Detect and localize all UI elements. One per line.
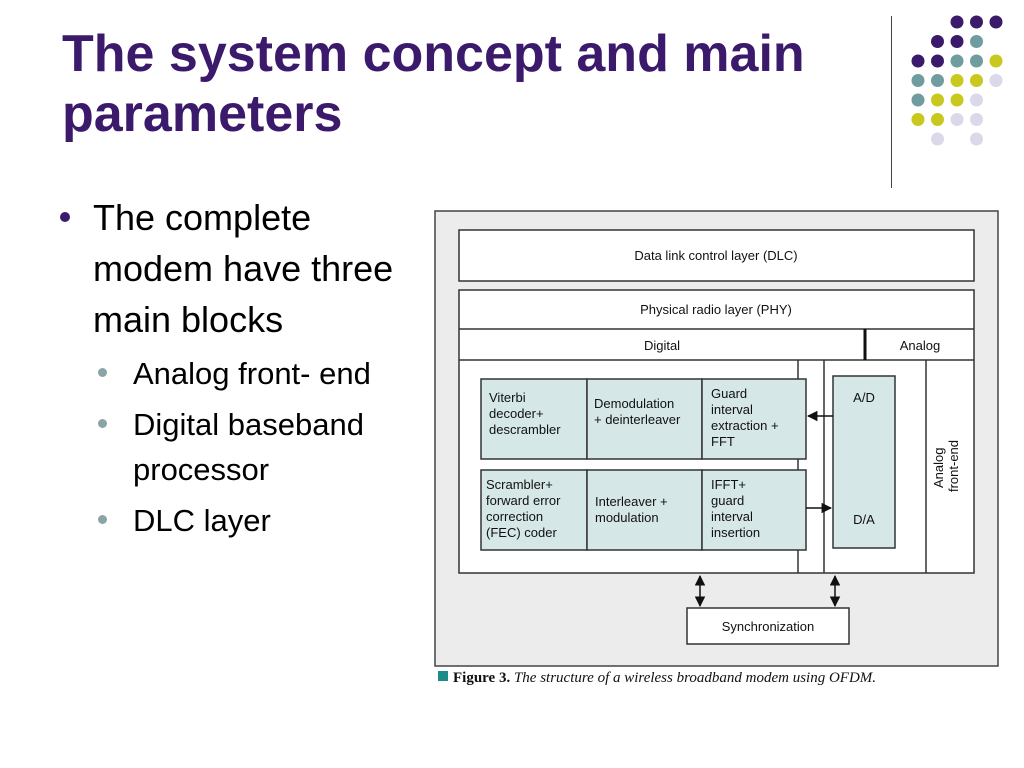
- rx-block-viterbi-label: Viterbi decoder+ descrambler: [489, 390, 561, 437]
- decorative-dot: [931, 35, 944, 48]
- modem-structure-diagram: Data link control layer (DLC) Physical r…: [434, 210, 999, 667]
- decorative-dot: [931, 93, 944, 107]
- decorative-dot: [931, 74, 944, 87]
- decorative-dot: [989, 54, 1003, 68]
- synchronization-label: Synchronization: [722, 619, 815, 634]
- figure-caption: Figure 3. The structure of a wireless br…: [438, 670, 998, 687]
- tx-block-interleaver-label: Interleaver + modulation: [595, 494, 671, 525]
- rx-block-guard-fft: [701, 378, 807, 460]
- da-label: D/A: [853, 512, 875, 527]
- tx-block-ifft-guard-label: IFFT+ guard interval insertion: [711, 477, 760, 540]
- tx-block-scrambler-fec: [480, 469, 588, 551]
- sub-bullet-item: Analog front- end: [58, 351, 438, 396]
- bullet-item: The complete modem have three main block…: [58, 192, 438, 345]
- caption-marker: [438, 671, 448, 681]
- decorative-dot: [989, 15, 1003, 29]
- decorative-dot: [950, 113, 964, 126]
- decorative-dot: [950, 35, 964, 48]
- decorative-dot: [931, 132, 944, 146]
- title-divider: [891, 16, 892, 188]
- rx-block-guard-fft-label: Guard interval extraction + FFT: [711, 386, 782, 449]
- decorative-dot: [970, 113, 983, 126]
- analog-front-end-label: Analog front-end: [931, 440, 961, 492]
- decorative-dot: [911, 93, 925, 107]
- decorative-dot: [970, 93, 983, 107]
- decorative-dot: [950, 93, 964, 107]
- decorative-dot: [931, 54, 944, 68]
- tx-block-ifft-guard: [701, 469, 807, 551]
- decorative-dot: [911, 54, 925, 68]
- decorative-dot: [970, 74, 983, 87]
- decorative-dot: [970, 15, 983, 29]
- ad-label: A/D: [853, 390, 875, 405]
- caption-label: Figure 3.: [453, 670, 511, 686]
- decorative-dot: [911, 74, 925, 87]
- bullet-list: The complete modem have three main block…: [58, 192, 438, 549]
- rx-block-demodulation-label: Demodulation + deinterleaver: [594, 396, 681, 427]
- decorative-dot: [950, 15, 964, 29]
- decorative-dot: [970, 54, 983, 68]
- slide-title: The system concept and main parameters: [62, 25, 805, 143]
- analog-label: Analog: [900, 338, 940, 353]
- decorative-dot: [950, 54, 964, 68]
- sub-bullet-list: Analog front- end Digital baseband proce…: [58, 351, 438, 543]
- decorative-dot: [970, 35, 983, 48]
- decorative-dot: [989, 74, 1003, 87]
- decorative-dot: [911, 113, 925, 126]
- tx-block-interleaver: [586, 469, 703, 551]
- tx-block-scrambler-fec-label: Scrambler+ forward error correction (FEC…: [486, 477, 564, 540]
- dlc-layer-label: Data link control layer (DLC): [634, 248, 797, 263]
- synchronization-box: [686, 607, 850, 645]
- rx-block-demodulation: [586, 378, 703, 460]
- decorative-dot: [950, 74, 964, 87]
- decorative-dots: [911, 15, 1003, 146]
- phy-layer-label: Physical radio layer (PHY): [640, 302, 792, 317]
- sub-bullet-item: DLC layer: [58, 498, 438, 543]
- digital-label: Digital: [644, 338, 680, 353]
- dlc-layer-box: [458, 229, 975, 282]
- ad-da-block: [832, 375, 896, 549]
- decorative-dot: [931, 113, 944, 126]
- caption-text: The structure of a wireless broadband mo…: [513, 670, 877, 686]
- decorative-dot: [970, 132, 983, 146]
- sub-bullet-item: Digital baseband processor: [58, 402, 438, 492]
